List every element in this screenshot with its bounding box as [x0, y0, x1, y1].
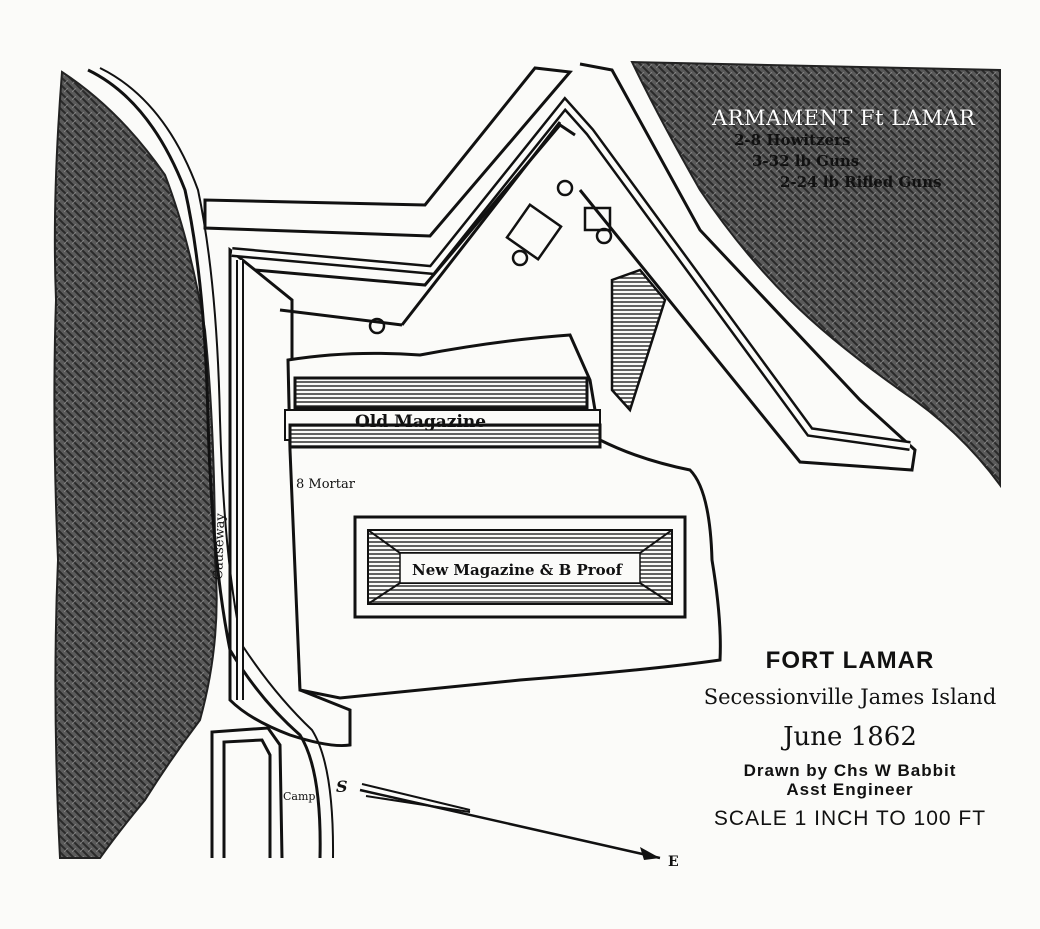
armament-item: 2-24 lb Rifled Guns	[780, 173, 942, 191]
title-block: FORT LAMAR Secessionville James Island J…	[690, 647, 1010, 831]
compass-arrow: S E	[336, 777, 679, 870]
label-new-magazine: New Magazine & B Proof	[412, 561, 624, 579]
outer-parapet	[203, 66, 573, 238]
map-title: FORT LAMAR	[765, 647, 935, 674]
new-magazine	[353, 515, 687, 619]
label-causeway: Causeway	[211, 512, 228, 580]
armament-block: ARMAMENT Ft LAMAR 2-8 Howitzers 3-32 lb …	[712, 106, 1012, 193]
label-old-magazine: Old Magazine	[355, 412, 486, 432]
map-author-role: Asst Engineer	[786, 779, 914, 799]
armament-title: ARMAMENT Ft LAMAR	[712, 106, 976, 130]
compass-east: E	[668, 854, 679, 870]
compass-south: S	[336, 777, 348, 796]
map-location: Secessionville James Island	[703, 685, 997, 710]
fort-walls	[228, 96, 911, 747]
right-marsh	[630, 60, 1001, 489]
map-author: Drawn by Chs W Babbit	[743, 761, 957, 781]
armament-item: 3-32 lb Guns	[752, 152, 860, 170]
label-camp: Camp	[283, 790, 315, 803]
left-marsh	[53, 70, 218, 859]
gun-emplacements	[368, 179, 667, 413]
old-magazine	[284, 376, 602, 449]
label-mortar: 8 Mortar	[296, 477, 356, 492]
camp-walls	[210, 726, 284, 859]
causeway-road	[87, 68, 322, 859]
map-scale: SCALE 1 INCH TO 100 FT	[713, 807, 987, 831]
armament-item: 2-8 Howitzers	[734, 131, 851, 149]
map-date: June 1862	[783, 722, 917, 753]
